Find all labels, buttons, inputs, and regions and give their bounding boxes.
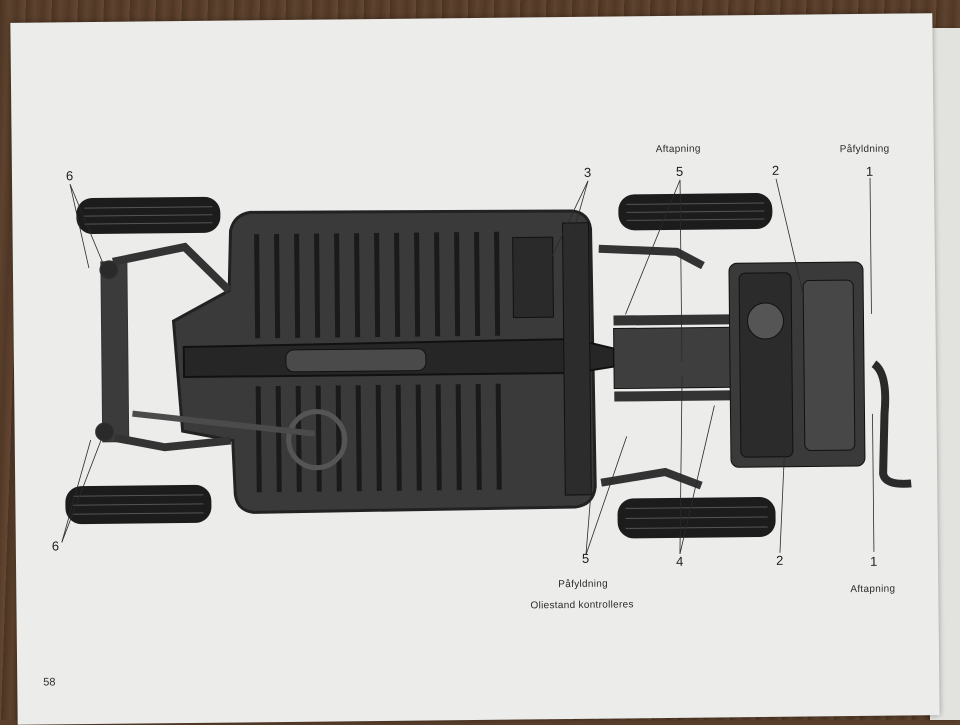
rear-left-wheel xyxy=(618,193,773,231)
engine xyxy=(728,261,912,488)
label-aftapning-top: Aftapning xyxy=(655,143,701,156)
callout-1-top: 1 xyxy=(865,163,874,179)
chassis-underside-illustration xyxy=(61,177,912,555)
rear-suspension xyxy=(598,244,739,490)
rear-right-wheel xyxy=(617,497,776,539)
callout-5-bottom: 5 xyxy=(581,550,590,566)
callout-3-top: 3 xyxy=(583,164,592,180)
manual-page: Aftapning Påfyldning Påfyldning Oliestan… xyxy=(10,13,940,725)
callout-6-bottom: 6 xyxy=(51,538,60,554)
front-left-wheel xyxy=(76,196,221,234)
label-pafyldning-bottom: Påfyldning xyxy=(558,578,609,591)
callout-4-bottom: 4 xyxy=(675,553,684,569)
page-number: 58 xyxy=(43,676,56,689)
callout-1-bottom: 1 xyxy=(869,553,878,569)
front-axle xyxy=(95,242,232,452)
floor-pan xyxy=(132,209,615,514)
front-right-wheel xyxy=(65,484,212,525)
callout-leader-lines xyxy=(61,177,875,555)
callout-2-top: 2 xyxy=(771,162,780,178)
callout-2-bottom: 2 xyxy=(775,552,784,568)
label-aftapning-bottom: Aftapning xyxy=(850,583,896,596)
label-oliestand: Oliestand kontrolleres xyxy=(530,599,634,612)
label-pafyldning-top: Påfyldning xyxy=(839,143,890,156)
callout-5-top: 5 xyxy=(675,163,684,179)
callout-6-top: 6 xyxy=(65,168,74,184)
